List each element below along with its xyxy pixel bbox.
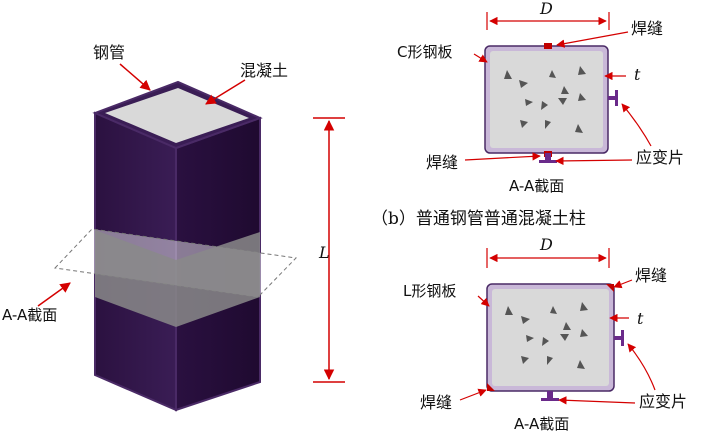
section-l: D 焊缝 L形钢板 t 焊缝 应变片 bbox=[403, 235, 687, 433]
section-l-weld-top-label: 焊缝 bbox=[635, 266, 667, 285]
concrete-top-face bbox=[105, 88, 249, 143]
column-section-arrow bbox=[37, 282, 71, 307]
section-c-plate-label: C形钢板 bbox=[397, 43, 452, 61]
column-3d bbox=[53, 80, 298, 412]
section-c-section-label: A-A截面 bbox=[509, 177, 564, 195]
section-c-weld-bottom-label: 焊缝 bbox=[426, 153, 458, 172]
section-l-width-symbol: D bbox=[539, 235, 553, 254]
section-c-caption: （b）普通钢管普通混凝土柱 bbox=[371, 209, 586, 229]
concrete-arrow bbox=[205, 79, 246, 105]
section-l-aggregates bbox=[505, 302, 588, 369]
steel-tube-label: 钢管 bbox=[93, 43, 125, 62]
length-symbol: L bbox=[318, 243, 330, 262]
section-c-gauge-label: 应变片 bbox=[636, 148, 684, 167]
section-c: D 焊缝 C形钢板 t 焊缝 bbox=[371, 0, 684, 229]
section-c-thickness-symbol: t bbox=[634, 65, 641, 84]
column-section-label: A-A截面 bbox=[2, 306, 57, 324]
section-cut-band bbox=[95, 230, 260, 327]
length-dimension: L bbox=[313, 117, 345, 383]
section-l-concrete bbox=[492, 289, 609, 386]
section-c-gauge-right bbox=[608, 90, 618, 106]
section-c-width-symbol: D bbox=[539, 0, 553, 18]
section-l-gauge-bottom bbox=[541, 391, 559, 401]
section-c-aggregates bbox=[504, 66, 586, 133]
section-l-plate-label: L形钢板 bbox=[403, 282, 456, 300]
section-c-gauge-bottom bbox=[539, 153, 557, 163]
concrete-label: 混凝土 bbox=[240, 61, 288, 80]
section-l-gauge-right bbox=[614, 330, 624, 346]
section-l-section-label: A-A截面 bbox=[514, 415, 569, 433]
steel-tube-arrow bbox=[119, 63, 151, 91]
section-l-weld-bottom bbox=[487, 383, 495, 391]
section-c-weld-top bbox=[544, 43, 552, 49]
section-l-gauge-label: 应变片 bbox=[639, 392, 687, 411]
section-c-weld-top-label: 焊缝 bbox=[631, 19, 663, 38]
section-l-weld-top bbox=[606, 284, 614, 292]
section-c-concrete bbox=[490, 51, 603, 148]
section-l-thickness-symbol: t bbox=[637, 309, 644, 328]
section-l-weld-bottom-label: 焊缝 bbox=[420, 393, 452, 412]
